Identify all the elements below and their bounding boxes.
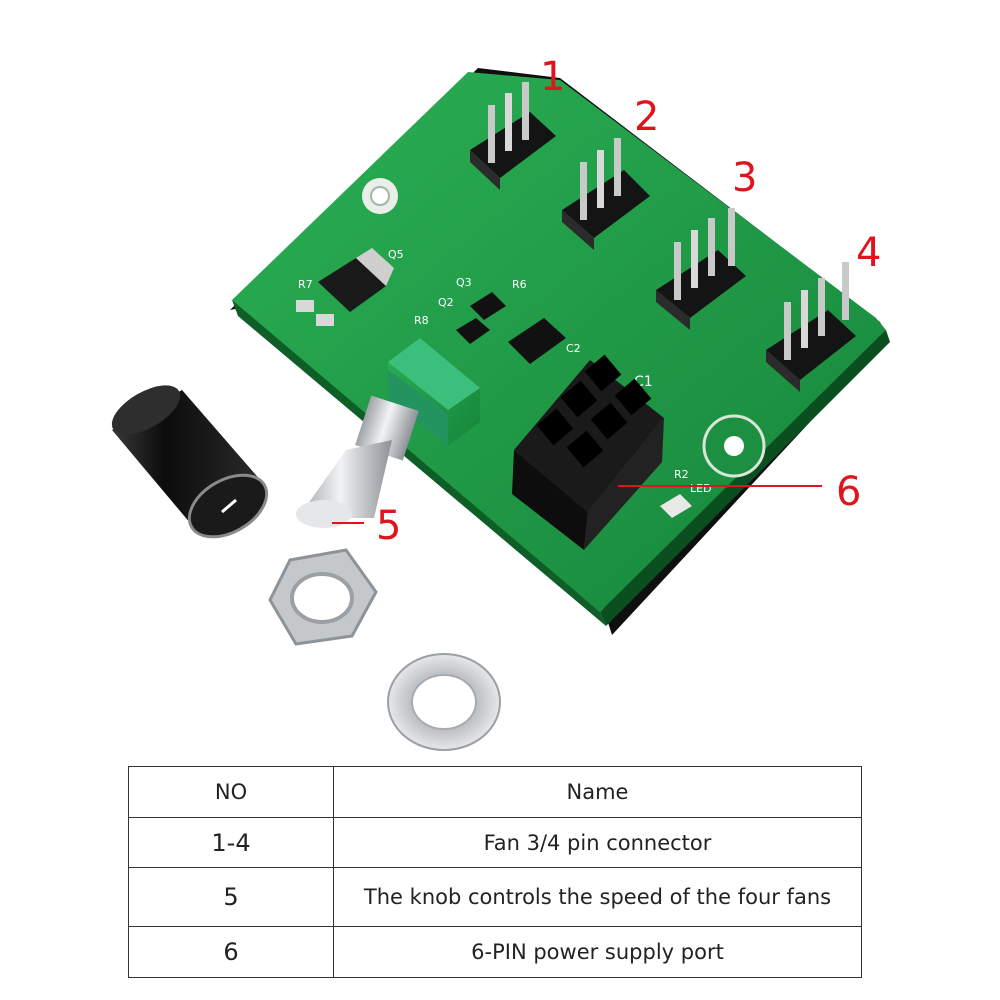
callout-3: 3: [732, 155, 758, 201]
product-photo: Q5 Q3 Q2 R6 R7 R8 C2 C1 R2 LED: [111, 68, 890, 751]
silk-label-r7: R7: [298, 278, 313, 291]
pcb-board: [230, 68, 890, 635]
cell-name: The knob controls the speed of the four …: [333, 867, 862, 927]
fan-connector-1: [470, 82, 556, 190]
mounting-hole: [362, 178, 398, 214]
cell-name: Fan 3/4 pin connector: [333, 817, 862, 868]
callout-5: 5: [376, 503, 402, 549]
callout-1: 1: [540, 54, 566, 100]
table-row: 5 The knob controls the speed of the fou…: [128, 867, 862, 927]
callout-6: 6: [836, 469, 862, 515]
table-row: 1-4 Fan 3/4 pin connector: [128, 817, 862, 868]
silk-label-c2: C2: [566, 342, 581, 355]
cell-no: 6: [128, 926, 334, 978]
potentiometer: [296, 338, 480, 528]
silk-label-q5: Q5: [388, 248, 404, 261]
silk-label-q3: Q3: [456, 276, 472, 289]
washer: [387, 653, 501, 751]
fan-connector-2: [562, 138, 650, 250]
silk-label-r2: R2: [674, 468, 689, 481]
cell-no: 1-4: [128, 817, 334, 868]
column-header-name: Name: [333, 766, 862, 818]
knob-cap: [111, 385, 269, 539]
led: [660, 494, 692, 518]
cell-no: 5: [128, 867, 334, 927]
power-connector-6pin: [512, 354, 664, 550]
fan-connector-4: [766, 262, 856, 392]
hex-nut: [268, 548, 378, 646]
spec-table: NO Name 1-4 Fan 3/4 pin connector 5 The …: [128, 766, 862, 978]
table-header-row: NO Name: [128, 766, 862, 818]
column-header-no: NO: [128, 766, 334, 818]
callout-2: 2: [634, 94, 660, 140]
fan-connector-3: [656, 208, 746, 330]
mounting-hole-right: [702, 414, 766, 478]
silk-label-r8: R8: [414, 314, 429, 327]
silk-label-r6: R6: [512, 278, 527, 291]
mosfet-q5: [296, 248, 394, 326]
silk-label-led: LED: [690, 482, 712, 495]
cell-name: 6-PIN power supply port: [333, 926, 862, 978]
table-row: 6 6-PIN power supply port: [128, 926, 862, 978]
callout-4: 4: [856, 230, 882, 276]
ic-chip: [456, 292, 566, 364]
silk-label-q2: Q2: [438, 296, 454, 309]
